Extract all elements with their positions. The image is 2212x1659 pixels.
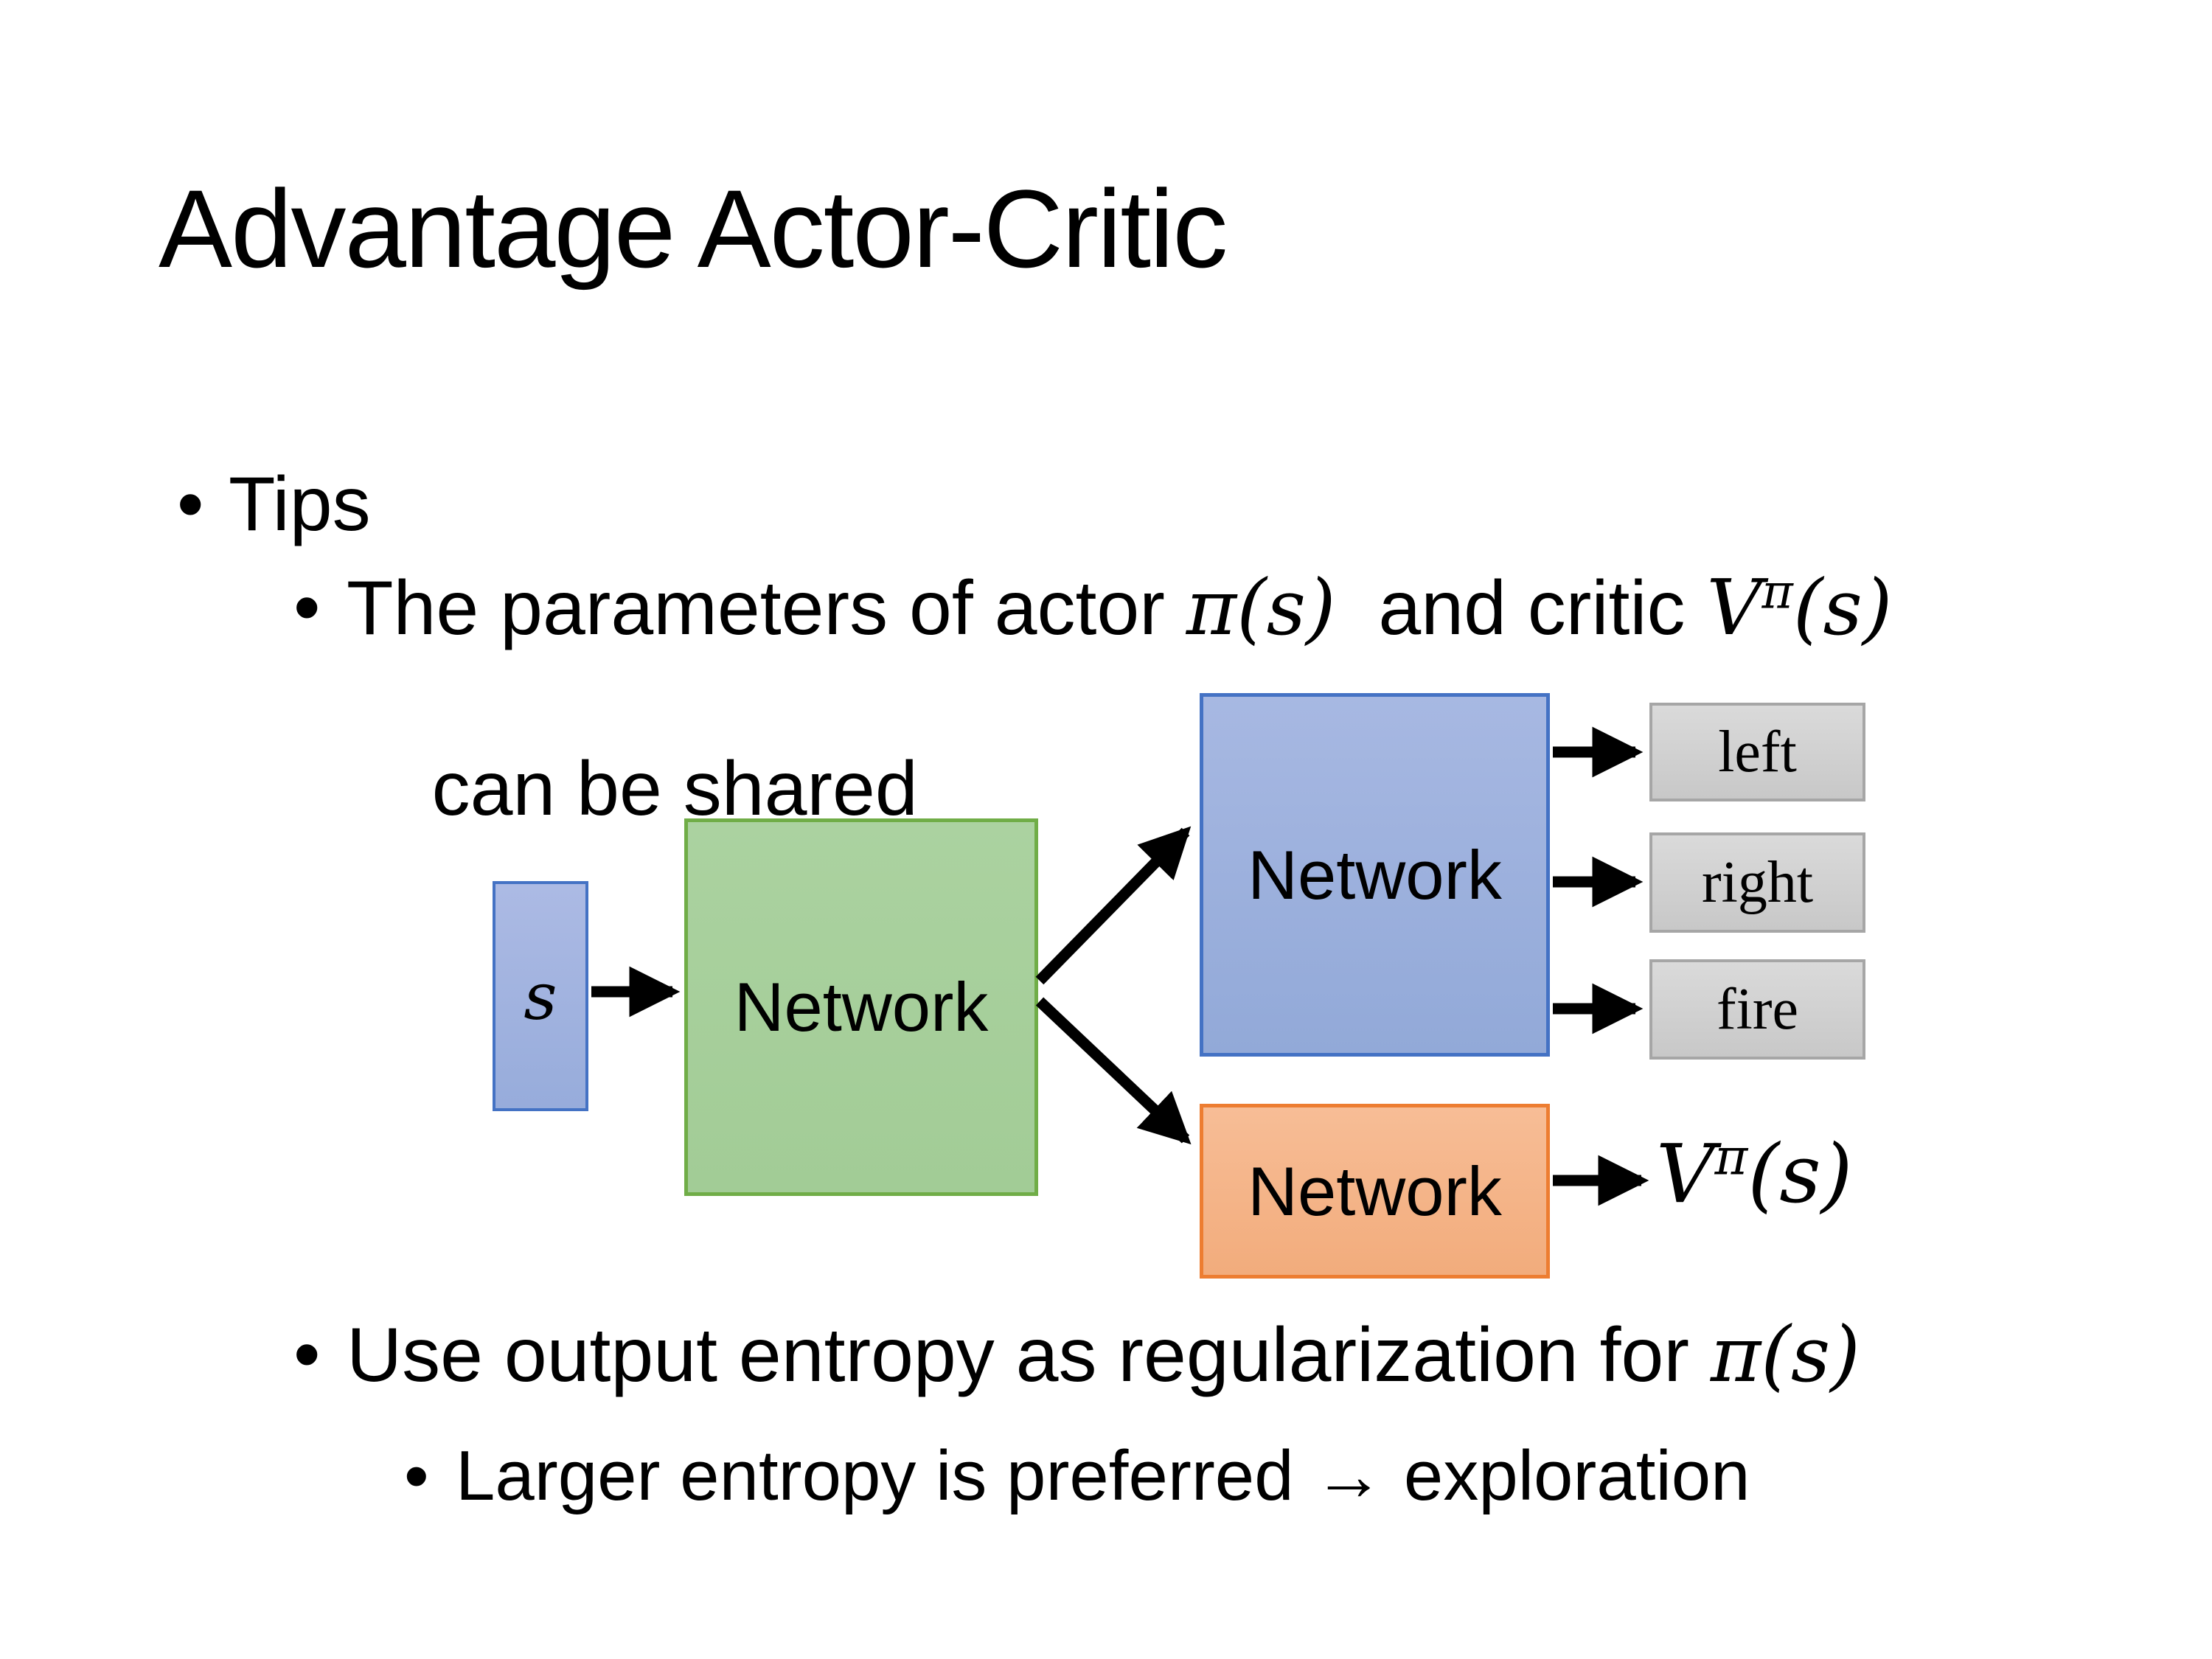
actor-network-label: Network [1248, 835, 1502, 914]
bullet-icon: • [293, 1312, 321, 1397]
action-left-label: left [1718, 719, 1797, 785]
arrow-shared-to-actor [1035, 826, 1192, 985]
action-right-label: right [1701, 849, 1814, 915]
shared-network-label: Network [734, 968, 989, 1046]
action-fire-label: fire [1716, 976, 1798, 1042]
action-fire-box: fire [1649, 959, 1865, 1060]
action-left-box: left [1649, 703, 1865, 801]
shared-line-2: can be shared [431, 746, 918, 832]
state-input-box: s [493, 881, 588, 1111]
shared-text-2: and critic [1335, 566, 1707, 651]
math-pi-s: π(s) [1186, 563, 1336, 653]
math-v-pi-s: Vπ(s) [1706, 563, 1892, 653]
bullet-exploration-text: Larger entropy is preferred → exploratio… [456, 1436, 1750, 1515]
bullet-tips-label: Tips [229, 462, 371, 547]
critic-network-box: Network [1200, 1104, 1550, 1279]
bullet-shared-params-text: The parameters of actor π(s) and critic … [347, 563, 1892, 835]
value-args: (s) [1747, 1127, 1853, 1221]
bullet-icon: • [404, 1436, 429, 1515]
value-sup: π [1714, 1128, 1748, 1187]
critic-value-output: Vπ(s) [1656, 1127, 1853, 1221]
math-v-sup: π [1761, 564, 1793, 620]
bullet-tips: • Tips [177, 459, 371, 551]
bullet-shared-params: • The parameters of actor π(s) and criti… [293, 563, 2063, 835]
page-title: Advantage Actor-Critic [159, 167, 1228, 291]
critic-network-label: Network [1248, 1152, 1502, 1230]
bullet-icon: • [177, 462, 204, 547]
state-input-label: s [524, 958, 557, 1034]
math-pi-s-2: π(s) [1710, 1310, 1860, 1399]
bullet-exploration: • Larger entropy is preferred → explorat… [404, 1433, 2100, 1518]
entropy-text-1: Use output entropy as regularization for [347, 1312, 1711, 1398]
bullet-entropy-reg: • Use output entropy as regularization f… [293, 1310, 2100, 1401]
bullet-entropy-text: Use output entropy as regularization for… [347, 1310, 1860, 1401]
shared-network-box: Network [684, 818, 1038, 1196]
value-base: V [1656, 1127, 1715, 1221]
math-v-args: (s) [1792, 563, 1893, 653]
actor-network-box: Network [1200, 693, 1550, 1057]
math-v-base: V [1706, 563, 1762, 653]
bullet-icon: • [293, 565, 321, 650]
shared-text-1: The parameters of actor [347, 566, 1186, 651]
arrow-shared-to-critic [1035, 997, 1192, 1145]
action-right-box: right [1649, 832, 1865, 933]
